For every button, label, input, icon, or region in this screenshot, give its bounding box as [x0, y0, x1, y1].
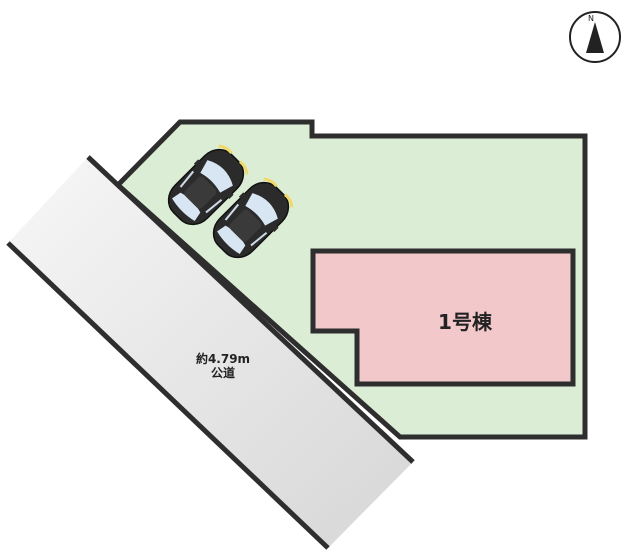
building-1	[310, 248, 576, 387]
road-edge-lower	[6, 241, 330, 550]
north-arrow-icon	[569, 11, 621, 63]
north-label: N	[588, 14, 594, 23]
road-surface	[8, 157, 413, 548]
road-label: 約4.79m 公道	[188, 352, 258, 380]
building-label: 1号棟	[438, 310, 492, 334]
road-width-label: 約4.79m	[195, 352, 251, 366]
road-type-label: 公道	[210, 366, 235, 380]
